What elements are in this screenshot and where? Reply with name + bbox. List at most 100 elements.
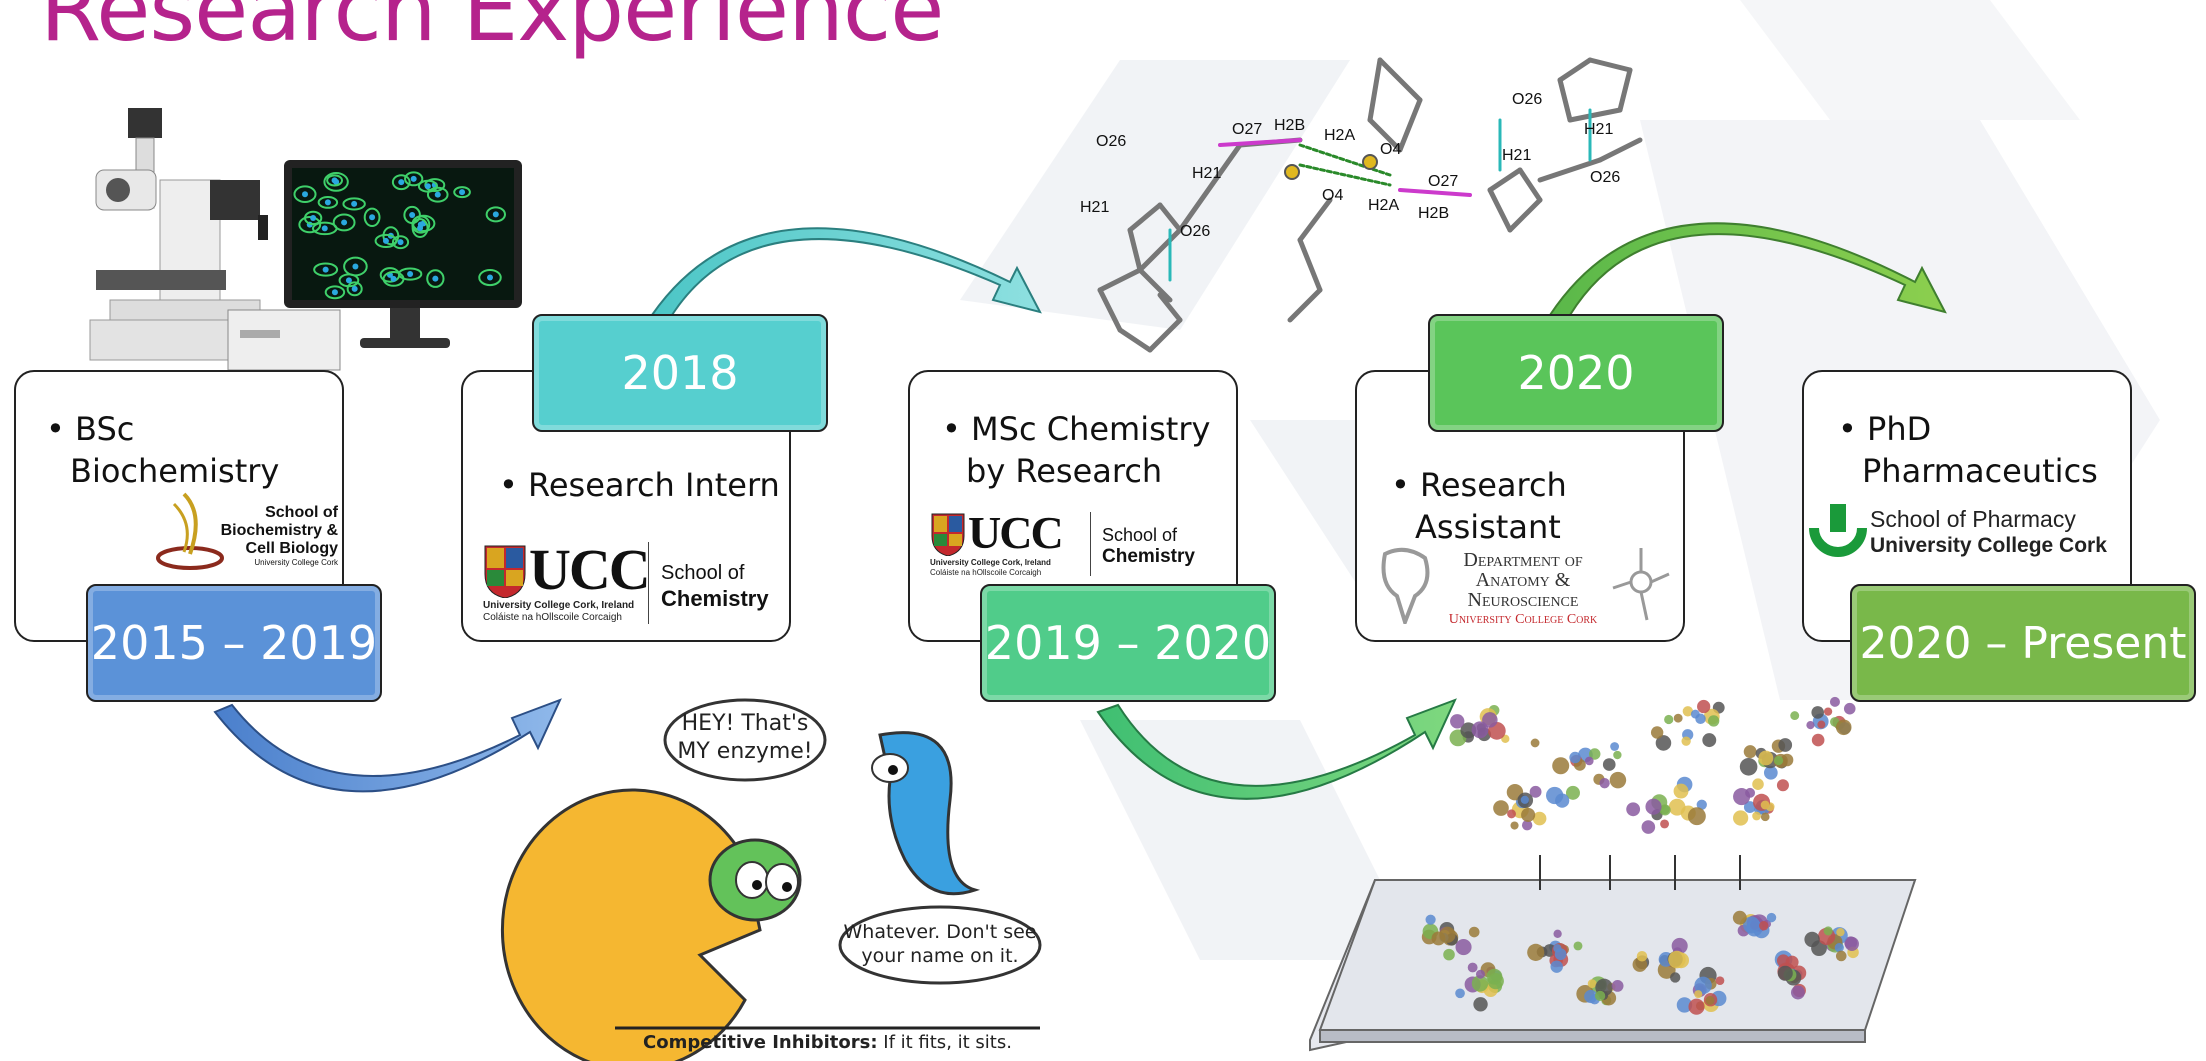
molecule-bond	[1517, 167, 1543, 203]
cell-shape	[391, 235, 410, 250]
protein-blob	[1584, 989, 1598, 1004]
protein-blob	[1626, 802, 1641, 817]
protein-blob	[1758, 750, 1774, 766]
protein-blob	[1589, 748, 1601, 760]
protein-blob	[1811, 706, 1825, 719]
molecule-bond	[1537, 157, 1603, 183]
role-line2: Biochemistry	[70, 452, 280, 490]
period-label: 2015 – 2019	[90, 616, 378, 670]
role-line1: Research Intern	[528, 466, 780, 504]
molecule-bond	[1617, 67, 1633, 113]
molecule-bond	[1157, 202, 1183, 233]
biochem-line3: Cell Biology	[245, 540, 338, 557]
cell-nucleus	[487, 274, 494, 281]
cell-shape	[326, 174, 343, 187]
card-bsc-role: • BSc Biochemistry	[46, 410, 280, 490]
atom-label: O26	[1096, 133, 1126, 150]
protein-blob	[1659, 804, 1671, 816]
cell-shape	[374, 233, 398, 249]
period-label: 2020	[1517, 346, 1635, 400]
cell-nucleus	[492, 211, 499, 218]
role-line1: Research	[1420, 466, 1567, 504]
atom-label: H21	[1584, 121, 1613, 138]
anatomy-line2: Anatomy &	[1475, 569, 1571, 591]
protein-blob	[1695, 713, 1706, 725]
ucc-school2: Chemistry	[1102, 546, 1195, 567]
protein-blob	[1688, 998, 1705, 1015]
protein-blob	[1732, 910, 1747, 925]
cell-shape	[293, 185, 317, 204]
protein-blob	[1682, 706, 1693, 717]
protein-blob	[1530, 738, 1540, 748]
protein-blob	[1776, 779, 1789, 792]
protein-blob	[1587, 979, 1597, 989]
biochem-logo-icon	[156, 492, 224, 570]
role-line2: Pharmaceutics	[1862, 452, 2098, 490]
molecule-bond	[1117, 327, 1153, 353]
atom-label: H21	[1080, 199, 1109, 216]
protein-blob	[1673, 783, 1689, 799]
molecule-bond	[1097, 267, 1143, 293]
ucc-crest-icon	[931, 513, 965, 556]
molecule-bond	[1367, 117, 1403, 153]
molecule-bond	[1397, 97, 1423, 153]
cell-shape	[426, 186, 449, 203]
molecule-bond	[1157, 292, 1183, 323]
protein-blob	[1694, 976, 1712, 995]
protein-blob	[1746, 920, 1763, 937]
molecule-bond	[1127, 202, 1163, 233]
speech-bubble-2	[838, 905, 1042, 985]
molecule-bond	[1287, 287, 1323, 323]
protein-blob	[1790, 711, 1800, 721]
ucc-sub2: Coláiste na hOllscoile Corcaigh	[930, 568, 1042, 577]
molecule-bond	[1137, 227, 1183, 273]
protein-blob	[1681, 736, 1691, 746]
protein-blob	[1763, 765, 1778, 780]
cell-shape	[363, 207, 381, 228]
protein-blob	[1760, 800, 1770, 810]
ucc-sub2: Coláiste na hOllscoile Corcaigh	[483, 612, 622, 623]
protein-blob	[1594, 990, 1606, 1002]
protein-blob	[1705, 995, 1715, 1005]
cell-nucleus	[409, 211, 416, 218]
cell-nucleus	[324, 199, 331, 206]
role-line1: BSc	[75, 410, 135, 448]
anatomy-line3: Neuroscience	[1467, 589, 1579, 611]
protein-blob	[1829, 696, 1840, 707]
biochem-line2: Biochemistry &	[220, 522, 338, 539]
cell-shape	[411, 218, 429, 239]
protein-blob	[1455, 988, 1465, 999]
molecule-bond	[1487, 187, 1513, 233]
cell-nucleus	[369, 214, 376, 221]
protein-blob	[1673, 713, 1683, 723]
protein-blob	[1527, 943, 1545, 961]
cell-shape	[391, 174, 411, 191]
cell-nucleus	[302, 191, 309, 198]
cell-shape	[397, 267, 423, 281]
cell-nucleus	[321, 225, 328, 232]
molecule-bond	[1297, 197, 1333, 243]
protein-blob	[1555, 793, 1570, 808]
comic-speech-2-line2: your name on it.	[861, 945, 1019, 967]
protein-blob	[1759, 921, 1769, 931]
protein-blob	[1739, 757, 1758, 776]
protein-blob	[1697, 699, 1711, 714]
protein-blob	[1455, 939, 1472, 956]
protein-blob	[1507, 809, 1516, 819]
protein-blob	[1676, 997, 1693, 1013]
logo-pharmacy: School of Pharmacy University College Co…	[1808, 502, 2130, 566]
comic-caption-bold: Competitive Inhibitors:	[643, 1032, 878, 1053]
cell-nucleus	[331, 177, 338, 184]
cell-shape	[332, 213, 356, 232]
protein-blob	[1553, 944, 1562, 953]
protein-blob	[1471, 721, 1489, 739]
protein-blob	[1450, 714, 1465, 729]
neuron-logo-icon	[1612, 548, 1670, 621]
protein-blob	[1613, 750, 1622, 760]
protein-blob	[1473, 997, 1488, 1012]
card-msc-role: • MSc Chemistry by Research	[942, 410, 1211, 490]
protein-blob	[1834, 943, 1844, 953]
